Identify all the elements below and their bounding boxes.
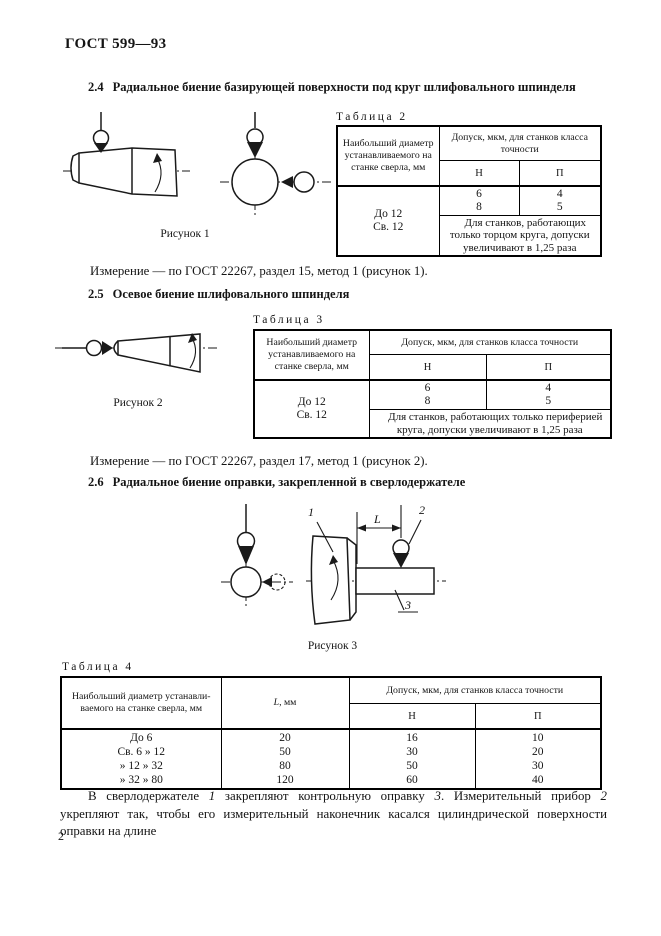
table-note: Для станков, работающих только торцом кр… (438, 214, 602, 257)
position-ref: 1 (208, 789, 216, 803)
table-header-cell: Допуск, мкм, для станков класса точности (438, 125, 602, 161)
tolerance-h-cell: 6 8 (368, 379, 487, 410)
length-header-cell: L, мм (220, 676, 350, 730)
diameter-cell: До 12 Св. 12 (336, 185, 440, 257)
measurement-note-1: Измерение — по ГОСТ 22267, раздел 15, ме… (90, 264, 428, 278)
dimension-arrowhead-left (357, 524, 366, 532)
measurement-note-2: Измерение — по ГОСТ 22267, раздел 17, ме… (90, 454, 428, 468)
dial-indicator-icon (246, 112, 264, 158)
drill-holder-body (310, 535, 351, 625)
section-title: Радиальное биение оправки, закрепленной … (112, 475, 466, 489)
spindle-side-view (63, 112, 190, 197)
spindle-cone (78, 147, 178, 197)
tolerance-h-cell: 6 8 (438, 185, 520, 216)
class-h-header: Н (438, 160, 520, 187)
diameter-cell: До 12 Св. 12 (253, 379, 370, 439)
class-h-header: Н (368, 354, 487, 381)
tolerance-h-cell: 16 30 50 60 (348, 728, 476, 790)
spindle-end-cap (70, 152, 80, 184)
tolerance-p-cell: 10 20 30 40 (474, 728, 602, 790)
rotation-arrowhead (188, 333, 197, 343)
probe-circle-dashed (268, 573, 286, 591)
mandrel-front-view (221, 504, 293, 608)
probe-arrow-icon (262, 577, 272, 587)
dimension-arrowhead-right (392, 524, 401, 532)
drill-holder-view: L 1 2 3 (306, 503, 446, 625)
class-p-header: П (518, 160, 602, 187)
callout-3: 3 (404, 598, 411, 612)
table-header-cell: Допуск, мкм, для станков класса точности (368, 329, 612, 355)
dimension-label: L (373, 512, 381, 526)
table-2: Наибольший диаметр устанавливаемого на с… (336, 125, 603, 257)
section-heading-2-4: 2.4 Радиальное биение базирующей поверхно… (60, 80, 648, 95)
section-title: Осевое биение шлифовального шпинделя (112, 287, 350, 301)
callout-leader-1 (316, 521, 334, 553)
callout-2: 2 (419, 503, 425, 517)
spindle-circle (231, 158, 279, 206)
length-cell: 20 50 80 120 (220, 728, 350, 790)
spindle-front-view (220, 112, 333, 216)
body-paragraph: В сверлодержателе 1 закрепляют контрольн… (60, 789, 607, 838)
diameter-cell: До 6 Св. 6 » 12 » 12 » 32 » 32 » 80 (60, 728, 222, 790)
section-number: 2.6 (88, 475, 104, 489)
callout-leader-3 (394, 589, 418, 613)
figure-1-caption: Рисунок 1 (160, 228, 210, 240)
rotation-arrow-icon (330, 559, 339, 601)
figure-2-drawing (55, 333, 217, 373)
table-header-cell: Наибольший диаметр устанавли- ваемого на… (60, 676, 222, 730)
section-number: 2.4 (88, 80, 104, 94)
class-h-header: Н (348, 703, 476, 730)
page-number: 2 (58, 829, 64, 843)
section-heading-2-5: 2.5 Осевое биение шлифовального шпинделя (60, 287, 648, 302)
figure-3-caption: Рисунок 3 (307, 640, 358, 652)
dial-indicator-icon (62, 339, 113, 357)
section-number: 2.5 (88, 287, 104, 301)
probe-circle (293, 171, 315, 193)
test-mandrel-bar (355, 567, 435, 595)
table-3-label: Таблица 3 (253, 314, 325, 326)
figure-3-drawing: L 1 2 3 (221, 503, 446, 625)
table-header-cell: Наибольший диаметр устанавливаемого на с… (336, 125, 440, 187)
class-p-header: П (485, 354, 612, 381)
dial-indicator-icon (392, 539, 410, 568)
figure-1-drawing (63, 112, 333, 216)
document-title: ГОСТ 599—93 (65, 36, 167, 52)
callout-leader-2 (408, 519, 422, 545)
table-3: Наибольший диаметр устанавливаемого на с… (253, 329, 613, 439)
dial-indicator-icon (92, 112, 110, 153)
mandrel-circle (230, 566, 262, 598)
probe-arrow-icon (281, 176, 293, 188)
table-header-cell: Наибольший диаметр устанавливаемого на с… (253, 329, 370, 381)
rotation-arrowhead (329, 555, 338, 565)
section-title: Радиальное биение базирующей поверхности… (112, 80, 576, 94)
dial-indicator-icon (236, 504, 256, 565)
tolerance-p-cell: 4 5 (485, 379, 612, 410)
table-note: Для станков, работающих только периферие… (368, 409, 612, 439)
position-ref: 3 (434, 789, 441, 803)
figure-2-caption: Рисунок 2 (113, 397, 163, 409)
rotation-arrowhead (153, 153, 162, 163)
table-header-cell: Допуск, мкм, для станков класса точности (348, 676, 602, 704)
table-4-label: Таблица 4 (62, 661, 134, 673)
spindle-tip (113, 340, 119, 356)
table-4: Наибольший диаметр устанавли- ваемого на… (60, 676, 603, 790)
section-heading-2-6: 2.6 Радиальное биение оправки, закрепленн… (60, 475, 648, 490)
table-2-label: Таблица 2 (336, 111, 408, 123)
class-p-header: П (474, 703, 602, 730)
tolerance-p-cell: 4 5 (518, 185, 602, 216)
callout-1: 1 (308, 505, 314, 519)
position-ref: 2 (600, 789, 607, 803)
spindle-cone (117, 333, 201, 373)
